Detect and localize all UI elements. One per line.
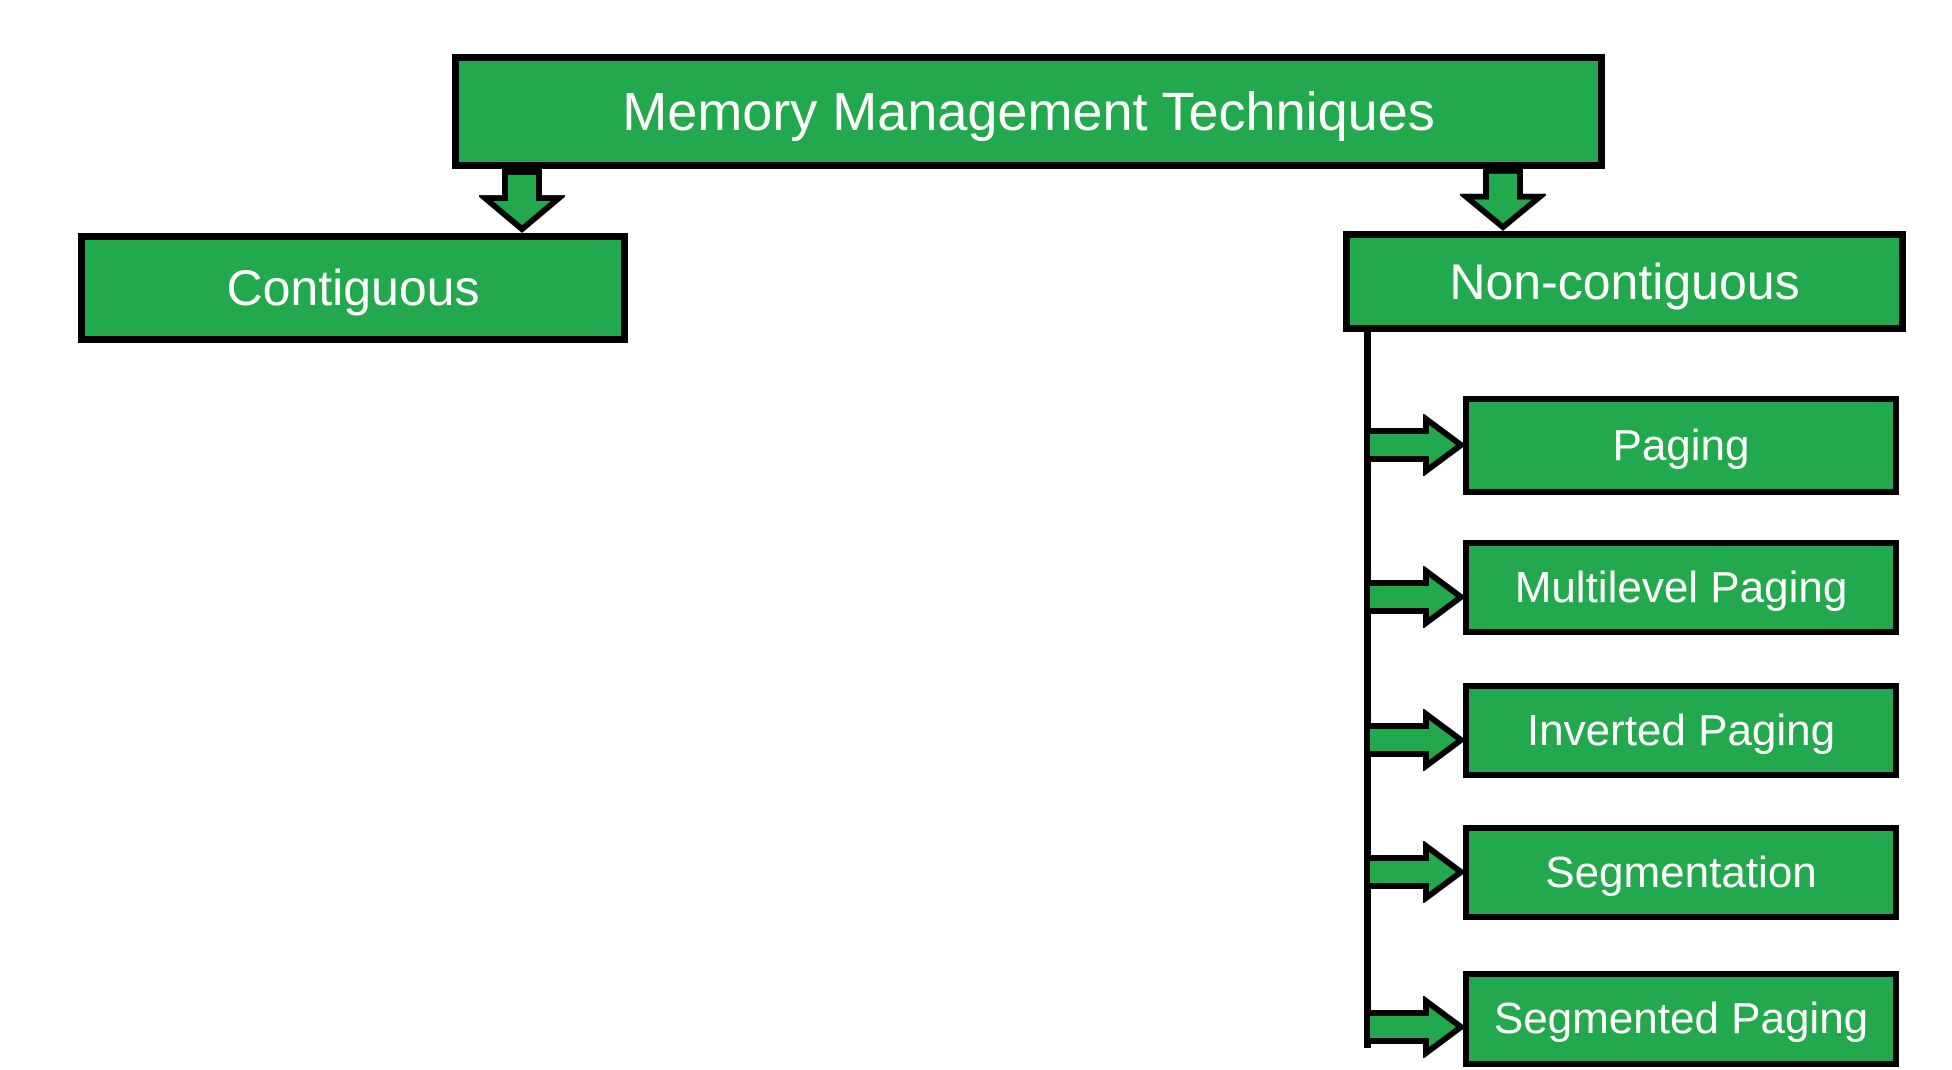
- child-box-paging: Paging: [1463, 396, 1899, 495]
- child-box-multilevel-paging: Multilevel Paging: [1463, 540, 1899, 635]
- child-box-inverted-paging: Inverted Paging: [1463, 683, 1899, 778]
- right-arrow-icon: [1364, 414, 1465, 476]
- child-box-paging-label: Paging: [1612, 420, 1750, 470]
- root-box-label: Memory Management Techniques: [622, 81, 1435, 142]
- branch-box-non-contiguous: Non-contiguous: [1343, 231, 1906, 332]
- down-arrow-icon: [479, 169, 565, 233]
- child-box-inverted-paging-label: Inverted Paging: [1526, 705, 1836, 755]
- child-box-segmentation-label: Segmentation: [1545, 847, 1817, 897]
- right-arrow-icon: [1364, 996, 1465, 1058]
- branch-connector-line: [1364, 332, 1371, 1048]
- branch-box-contiguous: Contiguous: [78, 233, 628, 343]
- down-arrow-icon: [1460, 168, 1546, 231]
- child-box-segmented-paging-label: Segmented Paging: [1493, 994, 1869, 1043]
- right-arrow-icon: [1364, 709, 1465, 771]
- child-box-segmentation: Segmentation: [1463, 825, 1899, 920]
- right-arrow-icon: [1364, 841, 1465, 903]
- child-box-segmented-paging: Segmented Paging: [1463, 971, 1899, 1067]
- right-arrow-icon: [1364, 566, 1465, 628]
- root-box: Memory Management Techniques: [452, 54, 1605, 169]
- branch-box-contiguous-label: Contiguous: [226, 260, 480, 316]
- child-box-multilevel-paging-label: Multilevel Paging: [1514, 562, 1848, 612]
- branch-box-non-contiguous-label: Non-contiguous: [1449, 253, 1800, 310]
